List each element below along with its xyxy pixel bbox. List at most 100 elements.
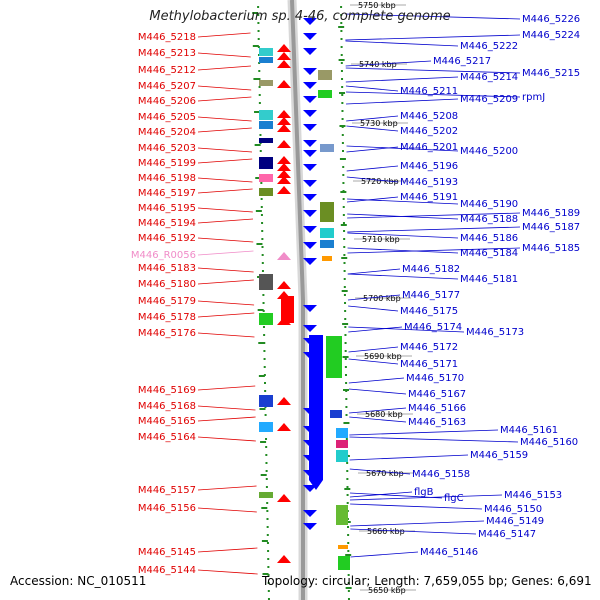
left-gene-arrow bbox=[277, 110, 291, 118]
left-dot bbox=[265, 486, 268, 488]
right-gene-arrow bbox=[303, 110, 317, 117]
left-gene-label: M446_5206 bbox=[138, 96, 196, 107]
right-dot bbox=[344, 374, 347, 376]
kbp-tick-label: 5690 kbp bbox=[364, 352, 402, 361]
right-leader-line bbox=[345, 13, 521, 20]
left-gene-label: M446_5165 bbox=[138, 416, 196, 427]
right-leader-line bbox=[347, 294, 401, 301]
right-leader-line bbox=[348, 326, 403, 333]
right-gene-arrow bbox=[303, 180, 317, 187]
right-gene-arrow bbox=[303, 124, 317, 131]
right-leader-line bbox=[346, 196, 399, 203]
left-tick-mark bbox=[254, 144, 261, 146]
left-tick-mark bbox=[255, 177, 262, 179]
right-leader-line bbox=[345, 34, 521, 41]
right-tick-mark bbox=[341, 257, 348, 259]
right-gene-long bbox=[309, 335, 323, 480]
right-gene-label: rpmJ bbox=[522, 92, 545, 103]
left-dot bbox=[260, 214, 263, 216]
left-leader-line bbox=[197, 507, 257, 513]
left-dot bbox=[257, 54, 260, 56]
left-gene-arrow bbox=[277, 117, 291, 125]
left-tick-mark bbox=[260, 441, 267, 443]
left-gene-label: M446_5144 bbox=[138, 565, 196, 576]
right-labels: M446_5226M446_5224M446_5222M446_5217M446… bbox=[345, 13, 580, 558]
left-leader-line bbox=[197, 405, 256, 411]
right-gene-arrow bbox=[303, 48, 317, 55]
left-leader-line bbox=[197, 416, 256, 422]
left-tick-mark bbox=[252, 12, 259, 14]
right-dot bbox=[347, 542, 350, 544]
right-dot bbox=[341, 110, 344, 112]
left-gene-arrow bbox=[277, 281, 291, 289]
right-dot bbox=[340, 38, 343, 40]
right-gene-label: M446_5215 bbox=[522, 68, 580, 79]
right-gene-arrow bbox=[303, 68, 317, 75]
left-tick-mark bbox=[261, 540, 268, 542]
right-gene-arrow bbox=[303, 82, 317, 89]
left-gene-arrow bbox=[277, 80, 291, 88]
left-leader-line bbox=[197, 547, 258, 553]
left-gene-block bbox=[259, 274, 273, 290]
right-gene-label: M446_5217 bbox=[433, 56, 491, 67]
right-leader-line bbox=[348, 305, 399, 312]
left-dot bbox=[257, 38, 260, 40]
right-gene-label: M446_5174 bbox=[404, 322, 462, 333]
right-leader-line bbox=[345, 85, 399, 92]
left-dot bbox=[266, 510, 269, 512]
left-gene-arrow bbox=[277, 163, 291, 171]
left-dot bbox=[266, 542, 269, 544]
left-leader-line bbox=[197, 332, 255, 338]
right-gene-label: M446_5209 bbox=[460, 94, 518, 105]
right-gene-label: M446_5149 bbox=[486, 516, 544, 527]
left-dot bbox=[265, 478, 268, 480]
right-leader-line bbox=[348, 377, 405, 384]
kbp-tick-label: 5670 kbp bbox=[366, 469, 404, 478]
left-gene-label: M446_5198 bbox=[138, 173, 196, 184]
right-dot bbox=[345, 406, 348, 408]
right-dot bbox=[341, 118, 344, 120]
left-gene-arrow bbox=[277, 494, 291, 502]
right-leader-line bbox=[347, 212, 521, 219]
left-gene-label: M446_5178 bbox=[138, 312, 196, 323]
left-dot bbox=[267, 582, 270, 584]
right-dot bbox=[347, 534, 350, 536]
left-dot bbox=[265, 438, 268, 440]
right-gene-block bbox=[330, 410, 342, 418]
genome-title: Methylobacterium sp. 4-46, complete geno… bbox=[149, 9, 451, 24]
left-gene-arrow bbox=[277, 60, 291, 68]
right-tick-mark bbox=[340, 191, 347, 193]
right-tick-mark bbox=[339, 158, 346, 160]
kbp-tick-label: 5680 kbp bbox=[365, 410, 403, 419]
right-dot bbox=[341, 94, 344, 96]
left-tick-mark bbox=[252, 45, 259, 47]
left-leader-line bbox=[197, 65, 252, 71]
right-gene-block bbox=[320, 228, 334, 238]
right-leader-line bbox=[349, 407, 407, 414]
kbp-tick-label: 5660 kbp bbox=[367, 527, 405, 536]
left-gene-arrow bbox=[277, 170, 291, 178]
right-gene-label: M446_5153 bbox=[504, 490, 562, 501]
left-leader-line bbox=[197, 279, 254, 285]
right-dot bbox=[347, 598, 350, 600]
left-tick-mark bbox=[256, 243, 263, 245]
left-dot bbox=[257, 22, 260, 24]
left-dot bbox=[267, 566, 270, 568]
left-gene-label: M446_5199 bbox=[138, 158, 196, 169]
left-gene-label: M446_5197 bbox=[138, 188, 196, 199]
right-gene-label: M446_5181 bbox=[460, 274, 518, 285]
right-leader-line bbox=[347, 268, 401, 275]
right-gene-label: M446_5173 bbox=[466, 327, 524, 338]
right-leader-line bbox=[347, 198, 459, 205]
right-gene-label: M446_5211 bbox=[400, 86, 458, 97]
right-dot bbox=[346, 494, 349, 496]
right-dot bbox=[346, 478, 349, 480]
right-dot bbox=[344, 334, 347, 336]
right-gene-block bbox=[336, 428, 348, 438]
right-gene-arrow bbox=[303, 258, 317, 265]
right-dot bbox=[342, 198, 345, 200]
kbp-tick-label: 5720 kbp bbox=[361, 177, 399, 186]
right-gene-arrow bbox=[303, 325, 317, 332]
right-dot bbox=[342, 214, 345, 216]
right-leader-line bbox=[349, 429, 499, 436]
